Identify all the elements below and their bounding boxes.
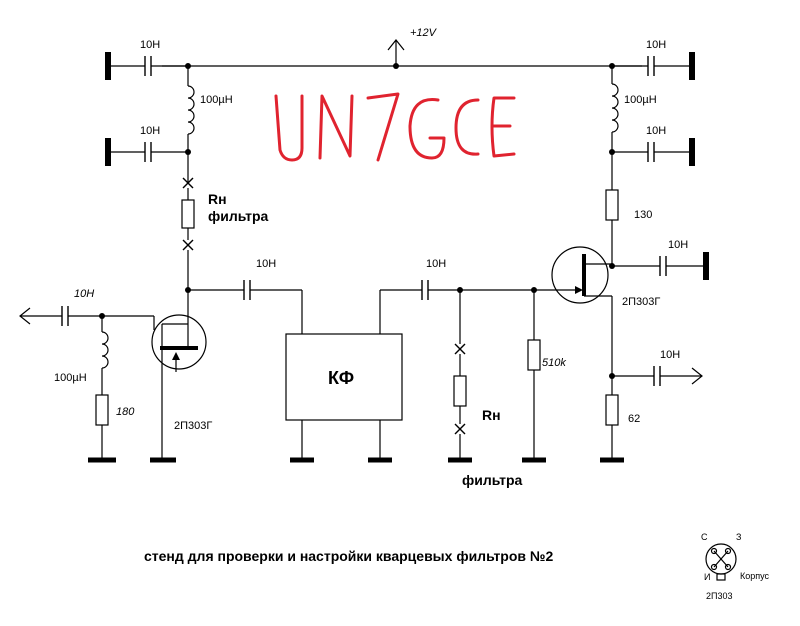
inductor-right-label: 100µH [624, 94, 657, 106]
cap-right-mid-label: 10H [646, 125, 666, 137]
pinout-diagram [705, 543, 737, 581]
diagram-title: стенд для проверки и настройки кварцевых… [144, 548, 554, 564]
fet-left-label: 2П303Г [174, 420, 212, 432]
pinout-part-label: 2П303 [706, 591, 733, 601]
cap-drain-right [612, 252, 709, 280]
cap-left-mid-label: 10H [140, 125, 160, 137]
input-stage [19, 306, 176, 463]
rn-right-label: Rн [482, 407, 501, 423]
cap-to-kf-left [188, 280, 303, 334]
right-branch [600, 63, 624, 463]
res-180-label: 180 [116, 406, 135, 418]
cap-top-right-label: 10H [646, 39, 666, 51]
kf-label: КФ [328, 368, 354, 388]
res-510k-label: 510k [542, 357, 566, 369]
cap-top-left-label: 10H [140, 39, 160, 51]
fet-left [151, 290, 207, 458]
cap-output [612, 366, 703, 386]
supply-rail [162, 39, 642, 69]
res-130-label: 130 [634, 209, 652, 221]
inductor-input-label: 100µH [54, 372, 87, 384]
rn-left-label: Rн [208, 191, 227, 207]
kf-block [285, 290, 403, 463]
res-62-label: 62 [628, 413, 640, 425]
pinout-i-label: И [704, 572, 710, 582]
fet-right [551, 246, 612, 304]
supply-label: +12V [410, 27, 438, 39]
cap-right-mid [612, 138, 695, 166]
cap-to-kf-right-label: 10H [426, 258, 446, 270]
rn-left [181, 177, 195, 293]
pinout-case-label: Корпус [740, 571, 770, 581]
cap-to-kf-right [380, 280, 552, 300]
pinout-z-label: З [736, 532, 741, 542]
rn-left-label-2: фильтра [208, 208, 269, 224]
inductor-left [187, 66, 195, 182]
pinout-s-label: С [701, 532, 708, 542]
inductor-left-label: 100µH [200, 94, 233, 106]
cap-to-kf-left-label: 10H [256, 258, 276, 270]
cap-drain-right-label: 10H [668, 239, 688, 251]
res-510k [522, 290, 546, 463]
rn-right-label-2: фильтра [462, 472, 523, 488]
callsign-logo [274, 92, 516, 162]
cap-output-label: 10H [660, 349, 680, 361]
fet-right-label: 2П303Г [622, 296, 660, 308]
cap-top-left [105, 52, 191, 80]
cap-input-label: 10H [74, 288, 94, 300]
rn-right [448, 290, 472, 463]
cap-top-right [612, 52, 695, 80]
cap-left-mid [105, 138, 191, 166]
